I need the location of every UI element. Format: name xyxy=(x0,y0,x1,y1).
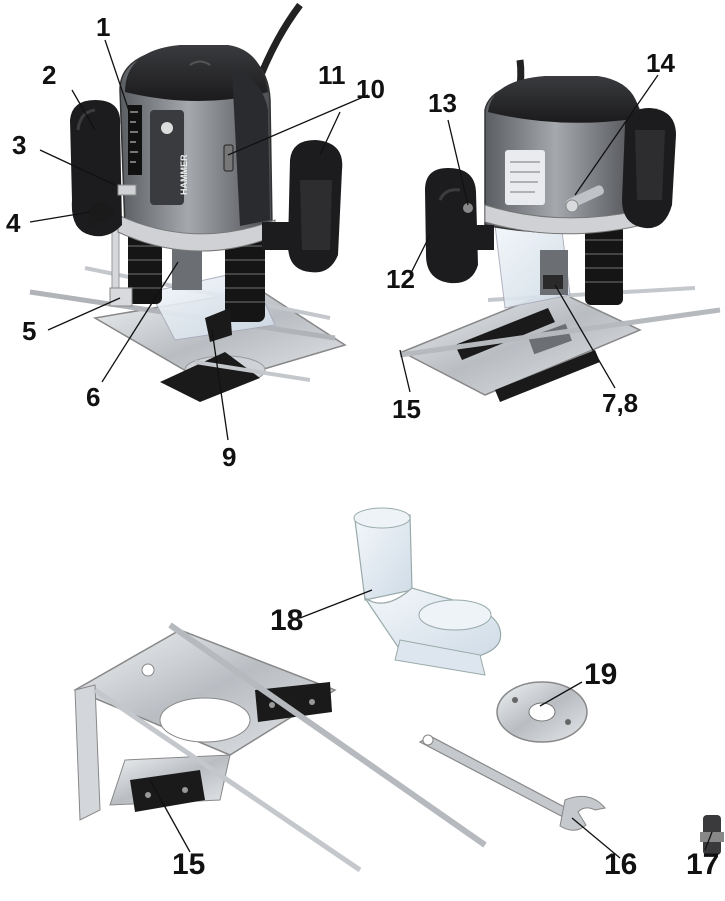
handle-mount xyxy=(262,222,294,250)
leader-lines xyxy=(29,39,713,859)
callout-19: 19 xyxy=(584,658,618,691)
callout-5: 5 xyxy=(22,316,37,346)
template-guide xyxy=(496,681,588,743)
callout-15-bottom: 15 xyxy=(172,848,206,881)
callout-2: 2 xyxy=(42,60,57,90)
depth-stop-clamp xyxy=(117,184,137,196)
callout-7-8: 7,8 xyxy=(602,388,639,418)
guide-rod xyxy=(194,360,311,382)
callout-18: 18 xyxy=(270,604,304,637)
callout-3: 3 xyxy=(12,130,27,160)
callout-6: 6 xyxy=(86,382,101,412)
depth-lock-lever xyxy=(463,203,473,213)
speed-dial-icon xyxy=(161,122,173,134)
side-handle-12 xyxy=(425,168,478,284)
callout-12: 12 xyxy=(386,264,415,294)
motor-top-cap xyxy=(125,45,268,101)
rating-label xyxy=(505,150,545,205)
callout-14: 14 xyxy=(646,48,675,78)
fence-lock-knob xyxy=(205,308,232,342)
housing-side-panel xyxy=(232,70,270,226)
turret-stop xyxy=(109,287,133,307)
callout-13: 13 xyxy=(428,88,457,118)
router-rear-view xyxy=(399,59,721,402)
collet-nut xyxy=(543,275,563,289)
router-front-view: HAMMER xyxy=(29,2,347,402)
callout-10: 10 xyxy=(356,74,385,104)
callout-16: 16 xyxy=(604,848,638,881)
guide-rod-rear xyxy=(399,307,721,358)
base-fence-black xyxy=(160,352,260,402)
callout-15-top: 15 xyxy=(392,394,421,424)
left-handle xyxy=(70,100,122,237)
handle-grip-texture xyxy=(300,180,332,250)
callout-1: 1 xyxy=(96,12,111,42)
brand-logo: HAMMER xyxy=(179,154,189,195)
wrench xyxy=(418,734,606,831)
plunge-spring-rear xyxy=(585,225,623,305)
front-label-plate xyxy=(150,110,184,205)
callout-4: 4 xyxy=(6,208,21,238)
base-plate-rear xyxy=(400,289,642,396)
fence-bar-rear xyxy=(455,308,555,360)
dust-adapter xyxy=(353,507,502,676)
callout-11: 11 xyxy=(318,60,346,90)
parallel-guide xyxy=(73,622,487,873)
callout-9: 9 xyxy=(222,442,237,472)
callout-17: 17 xyxy=(686,848,720,881)
power-switch xyxy=(223,144,234,172)
